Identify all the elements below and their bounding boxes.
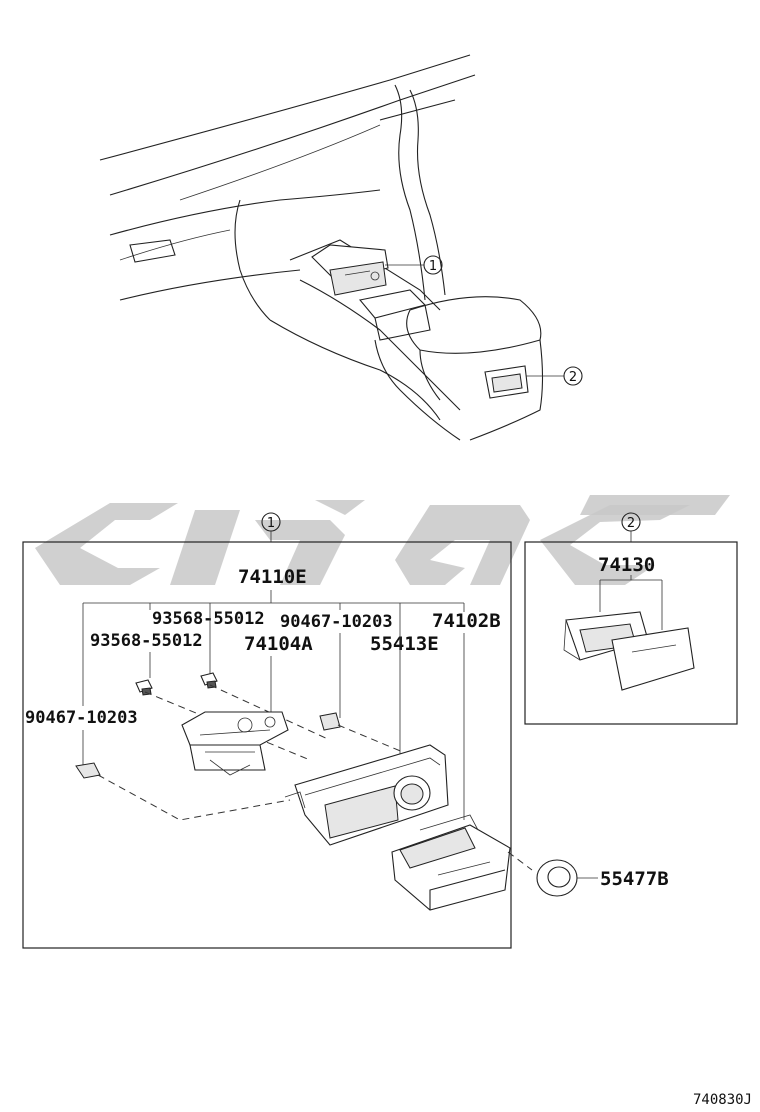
watermark-logo [35,495,730,585]
callout-1-label-box: 1 [267,516,275,531]
section-2-frame [524,541,738,725]
screw-b [200,672,218,689]
diagram-reference-code: 740830J [693,1092,752,1108]
part-90467-10203-b: 90467-10203 [25,708,138,728]
part-93568-55012-a: 93568-55012 [152,609,265,629]
part-74104A: 74104A [244,633,313,655]
part-74102B: 74102B [432,610,501,632]
callout-2-label-box: 2 [627,516,635,531]
housing-55413E [284,744,449,846]
callout-1-label-top: 1 [429,259,437,274]
clip-b [319,712,341,731]
callout-1-circle-top [423,255,443,275]
clip-a [75,762,101,779]
ring-55477B: 55477B [507,851,669,897]
part-74110E: 74110E [238,566,307,588]
callout-2-circle-top [563,366,583,386]
callout-2-label-top: 2 [569,370,577,385]
part-55477B: 55477B [600,868,669,890]
section-1-frame [22,541,512,949]
section-1: 1 74110E 93568-55012 90467-10203 74102B … [22,512,512,949]
ashtray-74102B [391,814,511,911]
bracket-74104A [181,711,289,776]
section-2: 2 74130 [524,512,738,725]
part-93568-55012-b: 93568-55012 [90,631,203,651]
part-74130: 74130 [598,554,655,576]
part-90467-10203-a: 90467-10203 [280,612,393,632]
screw-a [135,679,153,696]
part-55413E: 55413E [370,633,439,655]
interior-overview [99,54,544,441]
